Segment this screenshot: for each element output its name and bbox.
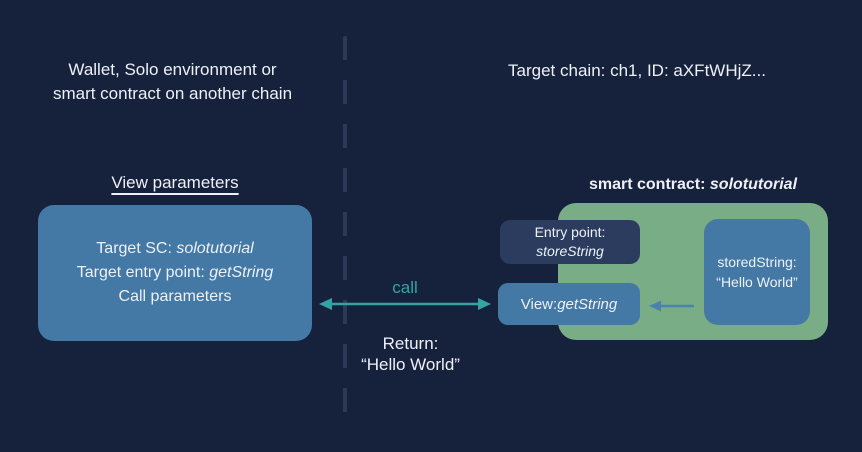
chain-boundary-dashed-line <box>343 36 347 428</box>
smart-contract-label-text: smart contract: <box>588 176 710 193</box>
left-caption: Wallet, Solo environment or smart contra… <box>15 58 330 106</box>
return-label-line2: “Hello World” <box>361 355 460 374</box>
left-caption-line1: Wallet, Solo environment or <box>68 60 277 79</box>
entry-point-value: storeString <box>536 243 604 259</box>
view-label: View: <box>520 295 558 313</box>
view-parameters-box: Target SC: solotutorial Target entry poi… <box>38 205 312 341</box>
return-label-line1: Return: <box>382 334 439 353</box>
call-parameters-line: Call parameters <box>118 288 232 305</box>
target-chain-caption: Target chain: ch1, ID: aXFtWHjZ... <box>508 61 766 80</box>
smart-contract-label: smart contract: solotutorial <box>558 176 828 194</box>
view-value: getString <box>557 295 618 313</box>
entry-point-label: Entry point: <box>534 224 606 240</box>
left-caption-line2: smart contract on another chain <box>52 84 293 103</box>
view-parameters-heading: View parameters <box>38 173 312 193</box>
target-sc-value: solotutorial <box>176 240 254 257</box>
view-parameters-heading-text: View parameters <box>111 173 239 192</box>
return-label: Return: “Hello World” <box>323 333 498 375</box>
stored-string-value: “Hello World” <box>716 274 798 290</box>
stored-string-label: storedString: <box>717 254 797 270</box>
target-sc-label: Target SC: <box>96 240 177 257</box>
entry-point-box: Entry point: storeString <box>500 220 640 264</box>
smart-contract-name: solotutorial <box>709 176 798 193</box>
stored-to-view-arrow <box>649 300 694 312</box>
target-sc-line: Target SC: solotutorial <box>96 237 253 261</box>
target-entry-point-label: Target entry point: <box>76 264 210 281</box>
target-entry-point-value: getString <box>209 264 274 281</box>
call-label: call <box>392 278 418 297</box>
view-getstring-box: View: getString <box>498 283 640 325</box>
stored-string-box: storedString: “Hello World” <box>704 219 810 325</box>
call-arrow <box>319 298 491 310</box>
target-entry-point-line: Target entry point: getString <box>77 261 274 285</box>
